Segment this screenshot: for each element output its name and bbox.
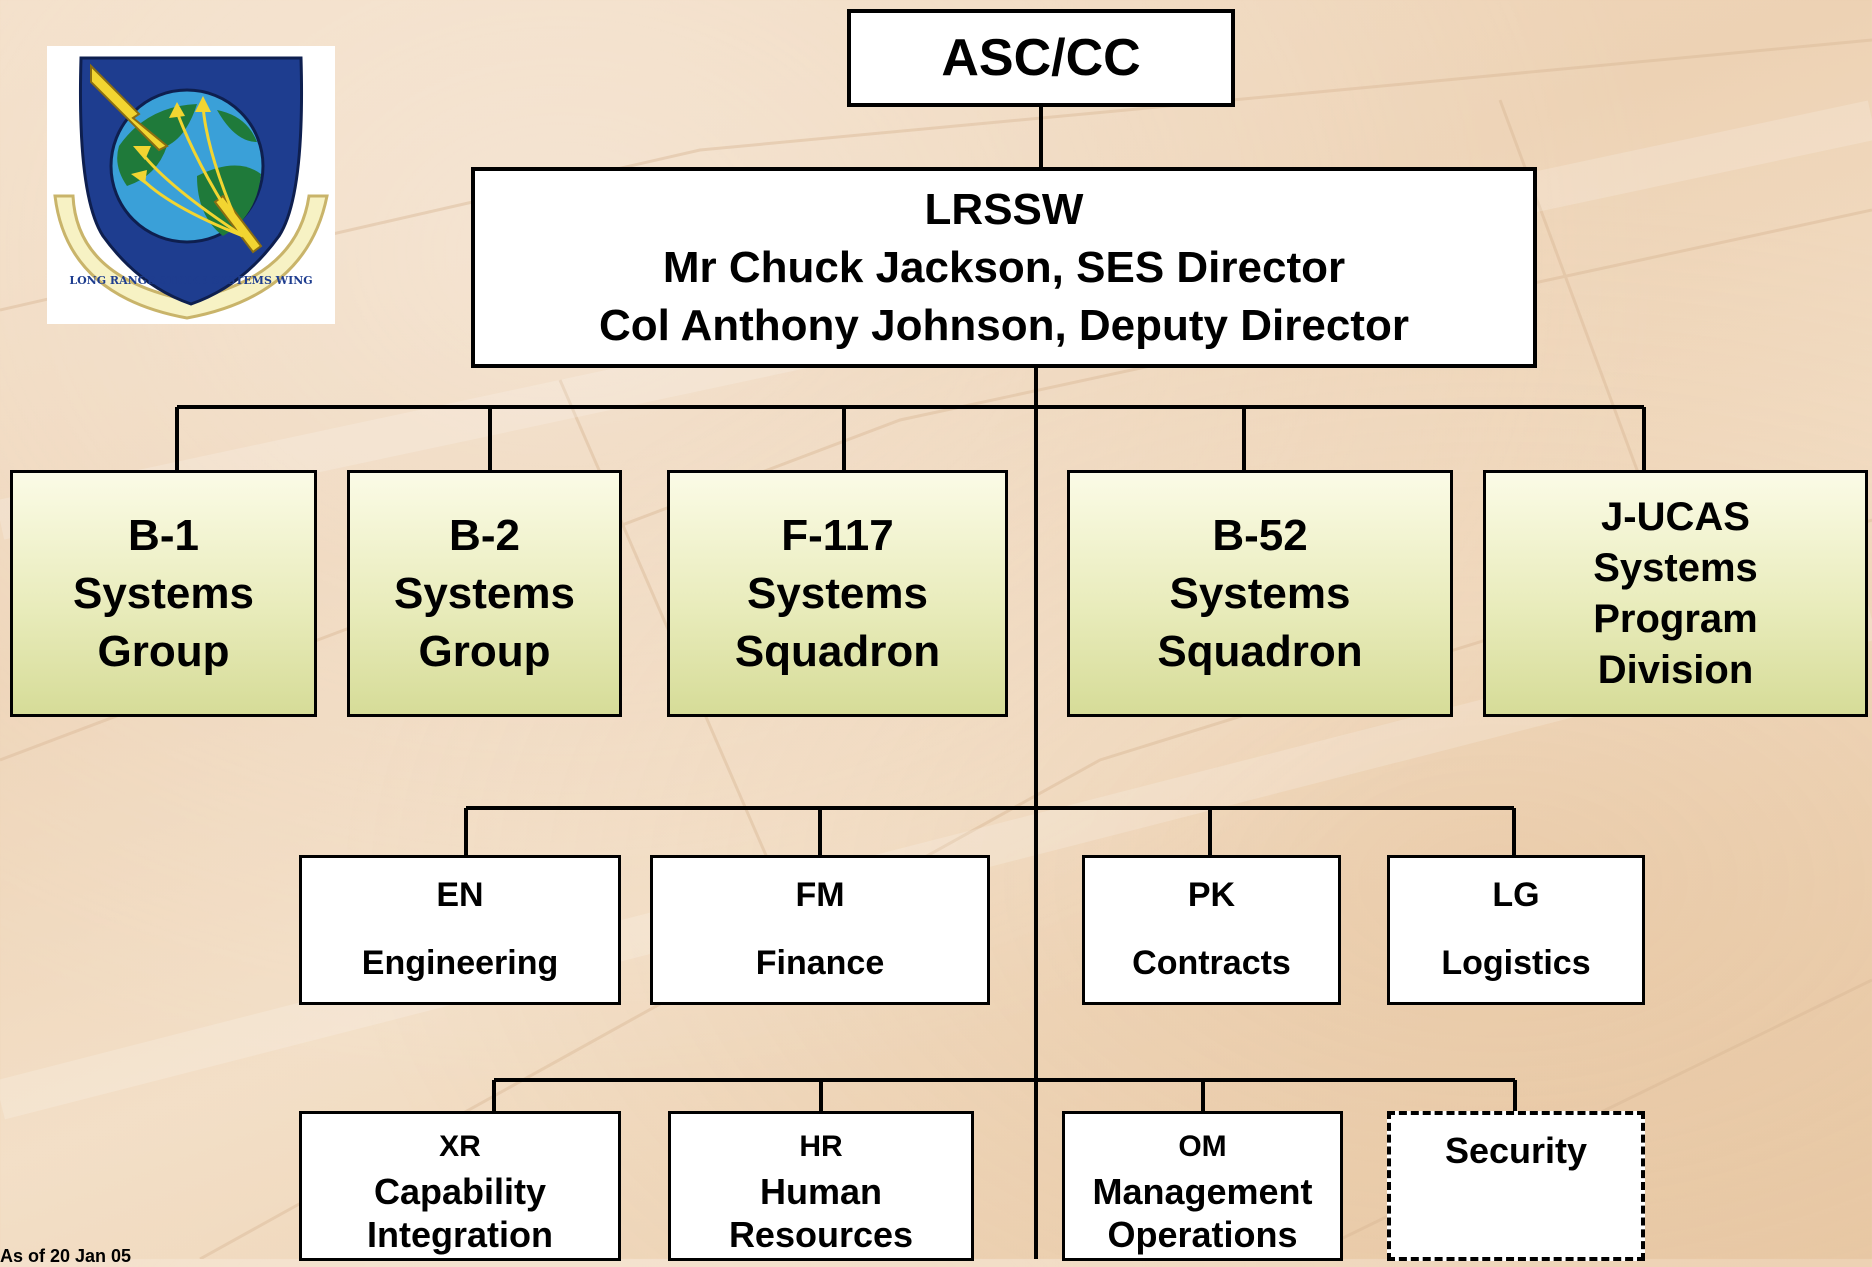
staff-code: HR bbox=[799, 1130, 843, 1163]
staff-box-fm: FM Finance bbox=[650, 855, 990, 1005]
staff-name-line: Capability bbox=[373, 1171, 547, 1212]
staff-box-en: EN Engineering bbox=[299, 855, 621, 1005]
staff-code: PK bbox=[1187, 876, 1236, 914]
staff-box-pk: PK Contracts bbox=[1082, 855, 1341, 1005]
group-box-b52: B-52 Systems Squadron bbox=[1067, 470, 1453, 717]
staff-name: Security bbox=[1444, 1130, 1588, 1171]
staff-name-line: Human bbox=[759, 1171, 882, 1212]
group-box-jucas: J-UCAS Systems Program Division bbox=[1483, 470, 1868, 717]
asc-cc-label: ASC/CC bbox=[941, 29, 1141, 87]
director-org-name: LRSSW bbox=[924, 184, 1084, 234]
staff-name: Finance bbox=[755, 944, 885, 982]
group-line: Squadron bbox=[734, 626, 941, 676]
group-line: Systems bbox=[72, 568, 254, 618]
staff-name: Logistics bbox=[1441, 944, 1591, 982]
staff-code: OM bbox=[1178, 1130, 1227, 1163]
logo-ribbon bbox=[53, 194, 329, 320]
group-line: Division bbox=[1597, 647, 1754, 692]
group-title: B-2 bbox=[449, 510, 520, 560]
group-line: Squadron bbox=[1157, 626, 1363, 676]
staff-code: LG bbox=[1492, 876, 1540, 914]
group-title: J-UCAS bbox=[1601, 494, 1750, 539]
staff-name-line: Management bbox=[1092, 1171, 1313, 1212]
group-line: Group bbox=[418, 626, 551, 676]
staff-name-line: Integration bbox=[367, 1214, 553, 1255]
group-line: Systems bbox=[393, 568, 575, 618]
staff-name-line: Resources bbox=[728, 1214, 914, 1255]
group-line: Systems bbox=[746, 568, 928, 618]
staff-box-security: Security bbox=[1387, 1111, 1645, 1261]
group-box-b1: B-1 Systems Group bbox=[10, 470, 317, 717]
as-of-date-footer: As of 20 Jan 05 bbox=[0, 1246, 132, 1266]
group-line: Systems bbox=[1169, 568, 1351, 618]
wing-emblem-logo: LONG RANGE STRIKE SYSTEMS WING bbox=[47, 46, 335, 324]
staff-name: Engineering bbox=[361, 944, 559, 982]
group-title: B-1 bbox=[128, 510, 199, 560]
group-line: Systems bbox=[1593, 545, 1758, 590]
group-line: Program bbox=[1593, 596, 1758, 641]
staff-code: FM bbox=[795, 876, 845, 914]
group-box-f117: F-117 Systems Squadron bbox=[667, 470, 1008, 717]
group-title: B-52 bbox=[1212, 510, 1308, 560]
staff-code: EN bbox=[436, 876, 484, 914]
deputy-director-line: Col Anthony Johnson, Deputy Director bbox=[599, 300, 1409, 350]
asc-cc-box: ASC/CC bbox=[847, 9, 1235, 107]
lightning-bolt-icon bbox=[90, 63, 169, 152]
group-box-b2: B-2 Systems Group bbox=[347, 470, 622, 717]
group-line: Group bbox=[97, 626, 230, 676]
director-line: Mr Chuck Jackson, SES Director bbox=[662, 242, 1346, 292]
group-title: F-117 bbox=[781, 510, 894, 560]
staff-code: XR bbox=[439, 1130, 481, 1163]
director-box: LRSSW Mr Chuck Jackson, SES Director Col… bbox=[471, 167, 1537, 368]
logo-ribbon-text: LONG RANGE STRIKE SYSTEMS WING bbox=[69, 274, 312, 287]
staff-box-lg: LG Logistics bbox=[1387, 855, 1645, 1005]
staff-name-line: Operations bbox=[1107, 1214, 1298, 1255]
staff-name: Contracts bbox=[1132, 944, 1291, 982]
